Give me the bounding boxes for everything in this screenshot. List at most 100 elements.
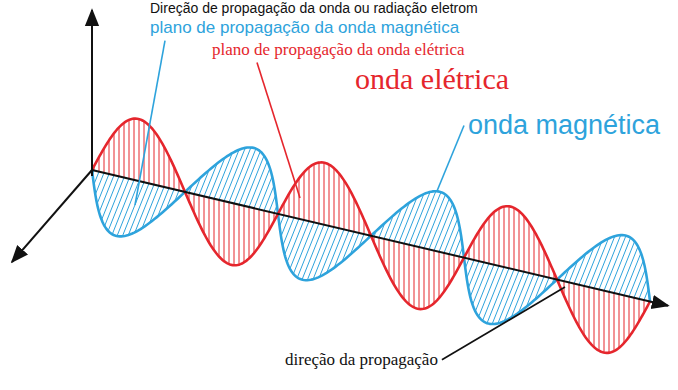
electric-hatch xyxy=(324,163,325,225)
electric-hatch xyxy=(444,253,445,292)
electric-hatch xyxy=(439,252,440,298)
electric-hatch xyxy=(584,286,585,335)
magnetic-hatch xyxy=(444,219,458,253)
magnetic-hatch xyxy=(244,156,264,206)
electric-hatch xyxy=(539,240,540,275)
electric-hatch xyxy=(154,131,155,185)
electric-hatch xyxy=(234,203,235,265)
magnetic-hatch xyxy=(449,227,460,254)
magnetic-hatch xyxy=(468,261,479,288)
electric-hatch xyxy=(259,209,260,246)
electric-hatch xyxy=(319,163,320,224)
figure-title: Direção de propagação da onda ou radiaçã… xyxy=(150,0,478,16)
electric-hatch xyxy=(109,140,110,174)
electric-hatch xyxy=(534,231,535,274)
magnetic-hatch xyxy=(414,191,436,246)
electric-hatch xyxy=(199,195,200,223)
electric-hatch xyxy=(509,206,510,268)
magnetic-hatch xyxy=(117,181,139,236)
leader-line xyxy=(442,287,565,360)
magnetic-hatch xyxy=(419,192,441,247)
electric-hatch xyxy=(294,186,295,218)
electric-hatch xyxy=(489,217,490,263)
electric-hatch xyxy=(424,248,425,309)
electric-hatch xyxy=(339,173,340,228)
magnetic-hatch xyxy=(293,222,314,274)
electric-hatch xyxy=(159,138,160,186)
electric-hatch xyxy=(239,205,240,265)
magnetic-hatch xyxy=(97,174,109,204)
electric-hatch xyxy=(544,250,545,276)
electric-hatch xyxy=(129,120,130,179)
electric-hatch xyxy=(394,241,395,284)
electric-hatch xyxy=(579,285,580,327)
depth-axis xyxy=(12,170,92,262)
electric-hatch xyxy=(574,284,575,318)
magnetic-hatch xyxy=(239,151,260,204)
plane-label: plano de propagação da onda elétrica xyxy=(212,40,465,60)
electric-hatch xyxy=(429,249,430,306)
electric-hatch xyxy=(599,289,600,350)
electric-hatch xyxy=(404,244,405,300)
electric-hatch xyxy=(139,119,140,181)
electric-hatch xyxy=(219,200,220,257)
electric-hatch xyxy=(314,164,315,222)
electric-hatch xyxy=(134,119,135,180)
magnetic-hatch xyxy=(112,180,134,234)
electric-hatch xyxy=(124,123,125,178)
electric-hatch xyxy=(229,202,230,264)
electric-hatch xyxy=(434,251,435,304)
electric-hatch xyxy=(479,231,480,261)
magnetic-hatch xyxy=(102,176,119,219)
electric-hatch xyxy=(304,172,305,220)
electric-hatch xyxy=(299,178,300,218)
magnetic-hatch xyxy=(259,176,272,209)
electric-hatch xyxy=(514,208,515,270)
magnetic-hatch xyxy=(479,266,499,317)
electric-hatch xyxy=(114,133,115,175)
electric-hatch xyxy=(409,245,410,304)
leader-line xyxy=(437,126,464,192)
magnetic-hatch xyxy=(219,150,239,200)
axis-label: direção da propagação xyxy=(285,350,438,370)
electric-hatch xyxy=(484,224,485,263)
wave-label: onda magnética xyxy=(468,110,660,141)
vertical-axis xyxy=(91,10,93,176)
electric-hatch xyxy=(519,211,520,270)
electric-hatch xyxy=(529,223,530,273)
electric-hatch xyxy=(309,167,310,221)
electric-hatch xyxy=(354,198,355,232)
electric-hatch xyxy=(624,295,625,343)
magnetic-hatch xyxy=(487,268,509,323)
electric-hatch xyxy=(344,180,345,229)
magnetic-hatch xyxy=(249,161,267,207)
electric-hatch xyxy=(609,292,610,353)
plane-label: plano de propagação da onda magnética xyxy=(150,18,459,38)
electric-hatch xyxy=(204,196,205,233)
propagation-axis xyxy=(92,170,668,306)
leader-line xyxy=(135,41,165,205)
electric-hatch xyxy=(594,288,595,347)
electric-hatch xyxy=(639,299,640,322)
electric-hatch xyxy=(634,298,635,330)
magnetic-hatch xyxy=(470,262,484,296)
magnetic-hatch xyxy=(320,228,339,277)
electric-hatch xyxy=(604,291,605,353)
magnetic-hatch xyxy=(290,221,309,269)
magnetic-hatch xyxy=(269,195,276,211)
magnetic-hatch xyxy=(283,218,294,246)
electric-hatch xyxy=(209,198,210,243)
magnetic-hatch xyxy=(229,147,251,202)
magnetic-hatch xyxy=(609,238,631,292)
magnetic-hatch xyxy=(404,194,424,243)
magnetic-hatch xyxy=(95,173,104,195)
magnetic-hatch xyxy=(434,204,453,251)
magnetic-hatch xyxy=(483,267,504,321)
electric-hatch xyxy=(414,246,415,308)
electric-hatch xyxy=(629,297,630,337)
magnetic-hatch xyxy=(424,195,445,249)
magnetic-hatch xyxy=(108,179,129,231)
electric-hatch xyxy=(499,209,500,266)
magnetic-hatch xyxy=(619,247,638,295)
